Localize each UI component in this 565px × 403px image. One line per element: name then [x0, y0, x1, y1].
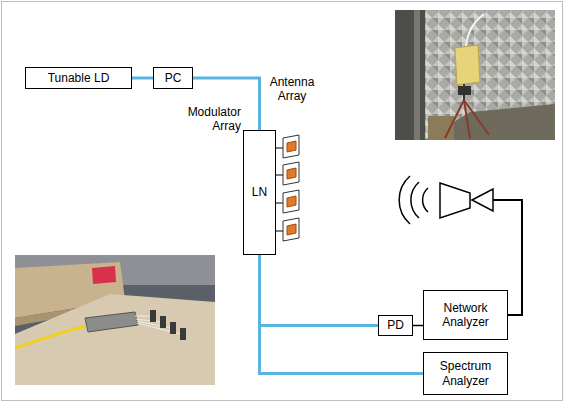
node-label: LN: [252, 185, 267, 199]
setup-photo: [15, 255, 215, 385]
analyzer-box: Network Analyzer: [423, 290, 508, 340]
node-label: Tunable LD: [48, 71, 110, 85]
fiber-line: [260, 255, 379, 326]
node-label: Network Analyzer: [431, 301, 501, 330]
chamber-photo: [395, 10, 555, 140]
node-label: PD: [387, 318, 404, 332]
controller-box: PC: [153, 67, 193, 89]
laser-box: Tunable LD: [25, 67, 132, 89]
detector-box: PD: [378, 315, 413, 336]
analyzer-box: Spectrum Analyzer: [423, 352, 508, 395]
cable-line: [413, 325, 423, 327]
array-label: Antenna Array: [266, 75, 318, 104]
fiber-line: [260, 255, 424, 374]
antenna-array: [276, 135, 299, 241]
node-label: Spectrum Analyzer: [431, 359, 501, 388]
node-heading: Modulator Array: [177, 106, 241, 134]
modulator-box: Modulator ArrayLN: [243, 130, 276, 255]
fiber-line: [132, 77, 153, 80]
node-label: PC: [165, 71, 182, 85]
